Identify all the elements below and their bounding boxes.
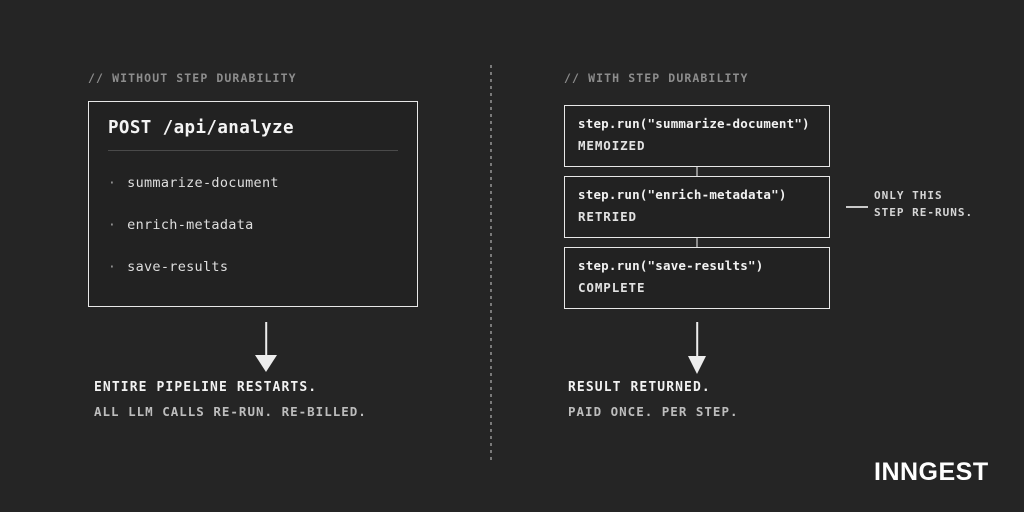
section-caption-without-durability: // WITHOUT STEP DURABILITY	[88, 71, 297, 85]
step-box-enrich-metadata: step.run("enrich-metadata") RETRIED	[564, 176, 830, 238]
callout-leader-line	[846, 206, 868, 208]
list-item: · summarize-document	[108, 162, 403, 204]
arrow-shaft	[696, 322, 698, 358]
step-code-label: step.run("enrich-metadata")	[578, 187, 787, 202]
monolith-title: POST /api/analyze	[108, 118, 294, 138]
step-code-label: step.run("save-results")	[578, 258, 764, 273]
monolith-request-box: POST /api/analyze · summarize-document ·…	[88, 101, 418, 307]
arrow-head-icon	[255, 355, 277, 372]
callout-line-1: ONLY THIS	[874, 189, 943, 202]
list-item-label: enrich-metadata	[127, 217, 254, 233]
monolith-divider-rule	[108, 150, 398, 151]
arrow-shaft	[265, 322, 267, 357]
arrow-head-icon	[688, 356, 706, 374]
callout-line-2: STEP RE-RUNS.	[874, 206, 974, 219]
outcome-with-durability: RESULT RETURNED. PAID ONCE. PER STEP.	[568, 380, 739, 419]
outcome-primary-text: ENTIRE PIPELINE RESTARTS.	[94, 380, 318, 395]
list-item-label: save-results	[127, 259, 229, 275]
bullet-icon: ·	[108, 175, 117, 191]
vertical-dotted-divider	[490, 65, 492, 463]
step-box-summarize-document: step.run("summarize-document") MEMOIZED	[564, 105, 830, 167]
bullet-icon: ·	[108, 217, 117, 233]
list-item: · save-results	[108, 246, 403, 288]
status-badge: COMPLETE	[578, 280, 646, 295]
monolith-step-list: · summarize-document · enrich-metadata ·…	[108, 162, 403, 288]
step-box-save-results: step.run("save-results") COMPLETE	[564, 247, 830, 309]
outcome-secondary-text: ALL LLM CALLS RE-RUN. RE-BILLED.	[94, 404, 367, 419]
bullet-icon: ·	[108, 259, 117, 275]
step-connector	[696, 238, 698, 247]
section-caption-with-durability: // WITH STEP DURABILITY	[564, 71, 749, 85]
callout-annotation: ONLY THIS STEP RE-RUNS.	[874, 187, 973, 221]
step-code-label: step.run("summarize-document")	[578, 116, 810, 131]
flow-arrow-down-right	[684, 322, 710, 374]
brand-logo: INNGEST	[874, 459, 989, 485]
step-connector	[696, 167, 698, 176]
list-item-label: summarize-document	[127, 175, 279, 191]
brand-logo-text: INNGEST	[874, 457, 989, 486]
outcome-primary-text: RESULT RETURNED.	[568, 380, 711, 395]
flow-arrow-down-left	[253, 322, 279, 372]
status-badge: MEMOIZED	[578, 138, 646, 153]
list-item: · enrich-metadata	[108, 204, 403, 246]
status-badge: RETRIED	[578, 209, 637, 224]
outcome-secondary-text: PAID ONCE. PER STEP.	[568, 404, 739, 419]
outcome-without-durability: ENTIRE PIPELINE RESTARTS. ALL LLM CALLS …	[94, 380, 367, 419]
